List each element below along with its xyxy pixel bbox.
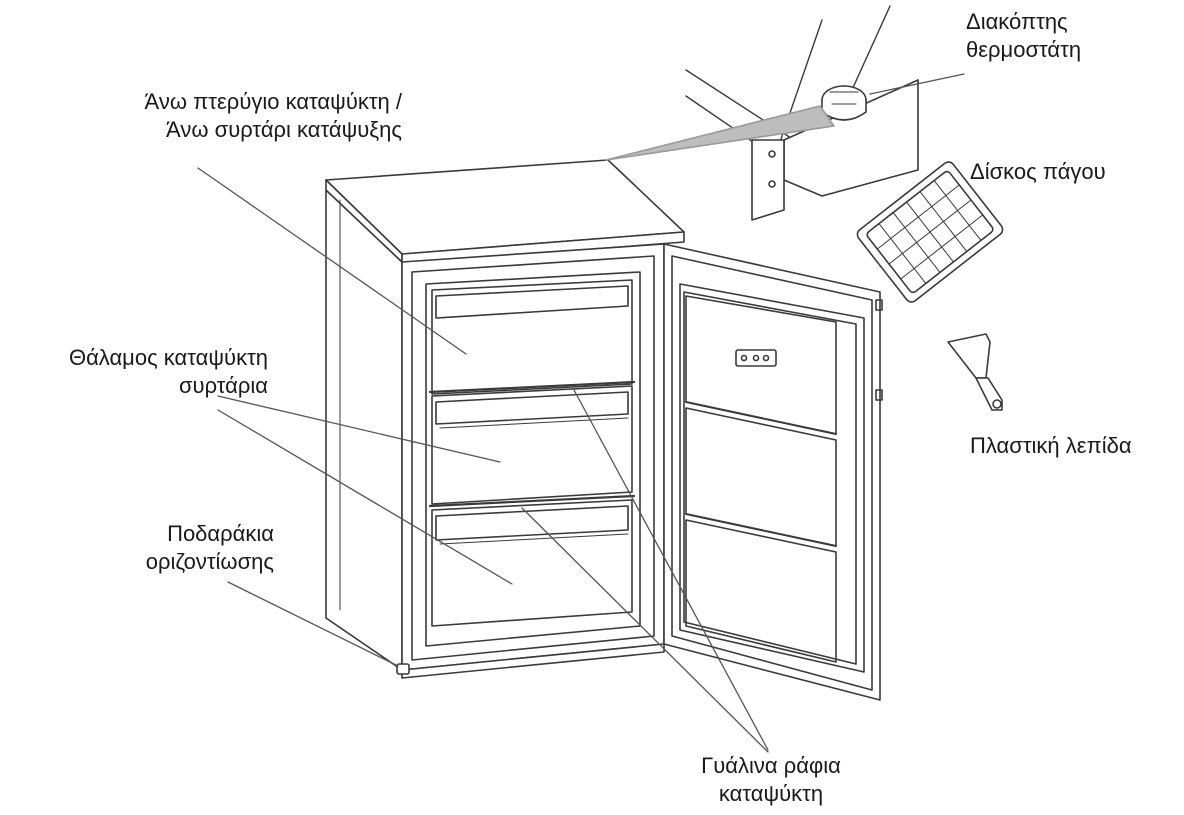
label-glass-shelves-line1: Γυάλινα ράφια bbox=[701, 753, 841, 778]
label-top-flap-line2: Άνω συρτάρι κατάψυξης bbox=[166, 117, 402, 142]
label-thermostat-line2: θερμοστάτη bbox=[966, 37, 1082, 62]
thermostat-inset bbox=[605, 5, 919, 221]
label-scraper: Πλαστική λεπίδα bbox=[970, 432, 1170, 460]
label-drawers-line2: συρτάρια bbox=[178, 373, 268, 398]
label-thermostat-line1: Διακόπτης bbox=[966, 9, 1068, 34]
leader-thermostat bbox=[869, 73, 965, 95]
label-top-flap: Άνω πτερύγιο καταψύκτη / Άνω συρτάρι κατ… bbox=[40, 88, 402, 144]
leader-drawers-2 bbox=[217, 409, 513, 585]
label-feet-line2: οριζοντίωσης bbox=[145, 549, 274, 574]
leader-lines bbox=[197, 73, 965, 753]
label-thermostat: Διακόπτης θερμοστάτη bbox=[966, 8, 1166, 64]
freezer-door bbox=[663, 243, 883, 701]
label-glass-shelves-line2: καταψύκτη bbox=[718, 781, 824, 806]
leader-top-flap bbox=[197, 167, 467, 355]
label-feet-line1: Ποδαράκια bbox=[167, 521, 274, 546]
freezer-drawers bbox=[428, 279, 636, 627]
leader-glass-shelves-1 bbox=[573, 389, 769, 751]
label-scraper-line1: Πλαστική λεπίδα bbox=[970, 433, 1132, 458]
leader-feet bbox=[227, 581, 399, 667]
plastic-scraper bbox=[947, 333, 1003, 411]
label-glass-shelves: Γυάλινα ράφια καταψύκτη bbox=[666, 752, 876, 808]
label-drawers-line1: Θάλαμος καταψύκτη bbox=[68, 345, 268, 370]
label-drawers: Θάλαμος καταψύκτη συρτάρια bbox=[0, 344, 268, 400]
leader-drawers-1 bbox=[217, 395, 501, 463]
label-top-flap-line1: Άνω πτερύγιο καταψύκτη / bbox=[144, 89, 402, 114]
label-ice-tray-line1: Δίσκος πάγου bbox=[970, 159, 1106, 184]
label-ice-tray: Δίσκος πάγου bbox=[970, 158, 1170, 186]
label-feet: Ποδαράκια οριζοντίωσης bbox=[60, 520, 274, 576]
ice-tray bbox=[856, 161, 1004, 303]
leader-glass-shelves-2 bbox=[521, 507, 769, 753]
